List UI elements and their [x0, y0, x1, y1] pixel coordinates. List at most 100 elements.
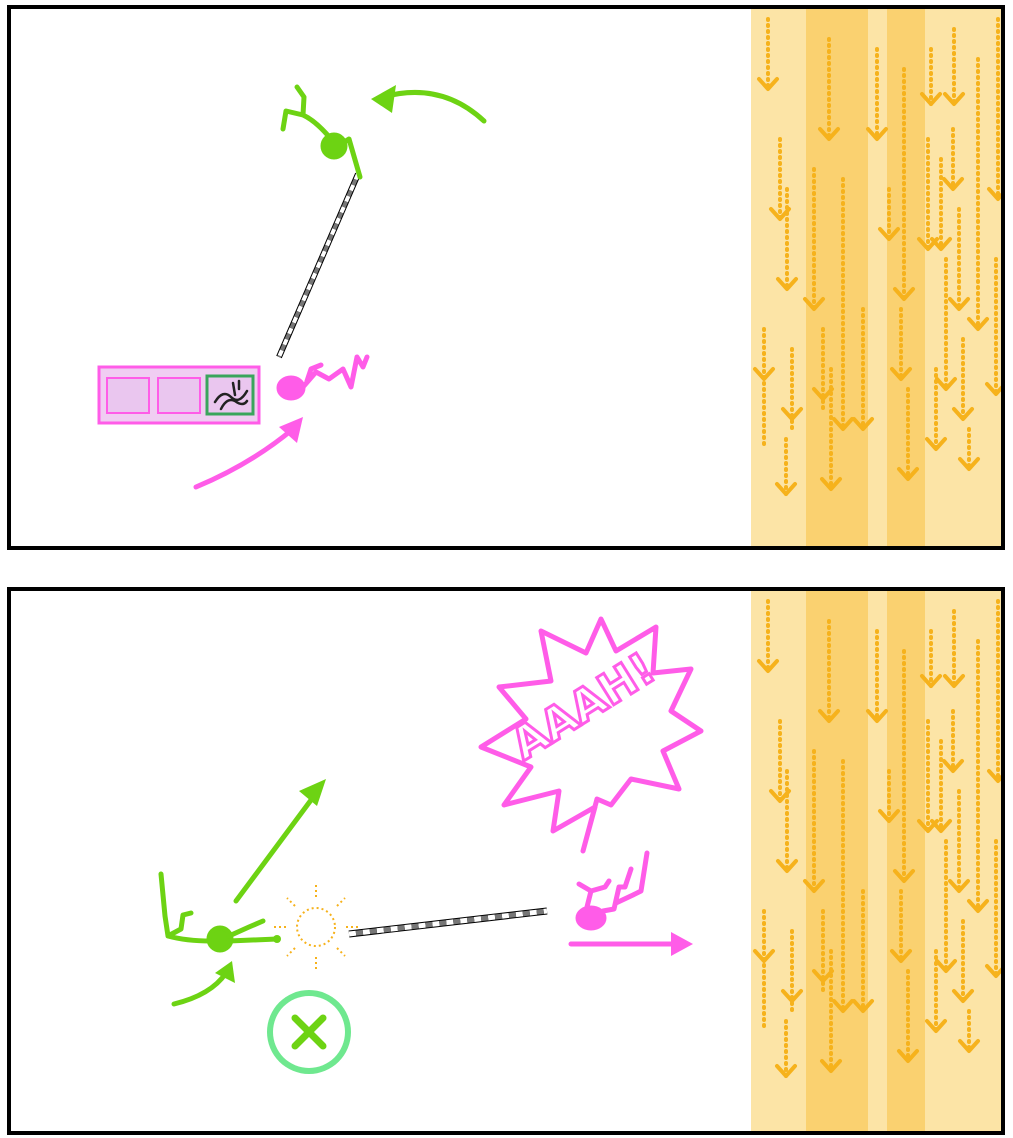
rotate-arrow-head: [371, 85, 396, 113]
pink-player-legs: [600, 850, 650, 914]
chevron-down-icon: [812, 969, 834, 983]
jump-arrow: [233, 793, 317, 904]
waterfall-band-dark: [806, 591, 868, 1131]
waterfall-zone: [751, 9, 1001, 546]
chevron-down-icon: [890, 949, 912, 963]
chevron-down-icon: [943, 674, 965, 688]
rope-icon: [213, 379, 249, 411]
comic-panel-top: [7, 5, 1005, 550]
chevron-down-icon: [753, 367, 775, 381]
chevron-down-icon: [757, 77, 779, 91]
chevron-down-icon: [803, 297, 825, 311]
rotate-arrow: [380, 89, 487, 124]
green-player-leg: [338, 136, 363, 180]
chevron-down-icon: [781, 989, 803, 1003]
pink-player-head: [276, 375, 306, 401]
chevron-down-icon: [987, 187, 1001, 201]
green-player-leg: [226, 918, 280, 944]
chevron-down-icon: [985, 964, 1001, 978]
waterfall-band-dark: [887, 9, 925, 546]
chevron-down-icon: [948, 879, 970, 893]
chevron-down-icon: [942, 759, 964, 773]
chevron-down-icon: [820, 1059, 842, 1073]
chevron-down-icon: [832, 417, 854, 431]
shout-bubble-outline: [478, 616, 704, 854]
pink-player[interactable]: [575, 850, 650, 931]
pink-player-head: [575, 905, 607, 931]
comic-panel-bottom: AAAH!: [7, 587, 1005, 1135]
x-icon: [291, 1014, 327, 1050]
chevron-down-icon: [866, 709, 888, 723]
waterfall-zone: [751, 591, 1001, 1131]
chevron-down-icon: [893, 287, 915, 301]
chevron-down-icon: [852, 417, 874, 431]
chevron-down-icon: [775, 482, 797, 496]
sun-icon: [274, 885, 358, 969]
chevron-down-icon: [878, 809, 900, 823]
chevron-down-icon: [942, 177, 964, 191]
green-player-arm: [158, 871, 214, 944]
chevron-down-icon: [952, 989, 974, 1003]
shout-bubble: AAAH!: [478, 616, 704, 854]
panel-bottom-canvas: AAAH!: [158, 591, 1001, 1131]
chevron-down-icon: [958, 457, 980, 471]
inventory-bar: [97, 365, 261, 425]
green-player-arm: [280, 84, 334, 142]
panel-top-canvas: [97, 9, 1001, 546]
inventory-slot[interactable]: [157, 377, 201, 414]
chevron-down-icon: [967, 317, 989, 331]
rotate-arrow: [171, 970, 229, 1007]
chevron-down-icon: [818, 127, 840, 141]
cancel-button[interactable]: [267, 990, 351, 1074]
chevron-down-icon: [753, 949, 775, 963]
chevron-down-icon: [920, 674, 942, 688]
green-player-hand: [273, 935, 281, 943]
chevron-down-icon: [967, 899, 989, 913]
chevron-down-icon: [920, 92, 942, 106]
chevron-down-icon: [776, 277, 798, 291]
chevron-down-icon: [935, 377, 957, 391]
chevron-down-icon: [818, 709, 840, 723]
chevron-down-icon: [781, 407, 803, 421]
swing-arrow-head: [279, 417, 303, 443]
swing-arrow: [193, 426, 296, 490]
green-player[interactable]: [280, 84, 363, 180]
chevron-down-icon: [820, 477, 842, 491]
waterfall-streams: [753, 17, 1001, 501]
chevron-down-icon: [893, 869, 915, 883]
chevron-down-icon: [985, 382, 1001, 396]
chevron-down-icon: [866, 127, 888, 141]
chevron-down-icon: [943, 92, 965, 106]
chevron-down-icon: [852, 999, 874, 1013]
chevron-down-icon: [776, 859, 798, 873]
chevron-down-icon: [948, 297, 970, 311]
chevron-down-icon: [925, 1019, 947, 1033]
chevron-down-icon: [930, 819, 952, 833]
waterfall-band-dark: [806, 9, 868, 546]
jump-arrow-head: [299, 779, 326, 806]
chevron-down-icon: [935, 959, 957, 973]
rotate-arrow-head: [215, 961, 235, 983]
chevron-down-icon: [832, 999, 854, 1013]
green-player-head: [320, 132, 348, 160]
pink-player-arm: [304, 362, 324, 384]
chevron-down-icon: [930, 237, 952, 251]
chevron-down-icon: [897, 1049, 919, 1063]
chevron-down-icon: [812, 387, 834, 401]
chevron-down-icon: [958, 1039, 980, 1053]
rope: [348, 907, 548, 938]
chevron-down-icon: [925, 437, 947, 451]
pink-player-limbs: [300, 354, 370, 390]
waterfall-streams: [753, 599, 1001, 1083]
chevron-down-icon: [952, 407, 974, 421]
chevron-down-icon: [890, 367, 912, 381]
slide-arrow-head: [671, 932, 693, 956]
chevron-down-icon: [878, 227, 900, 241]
chevron-down-icon: [803, 879, 825, 893]
chevron-down-icon: [987, 769, 1001, 783]
pink-player[interactable]: [276, 354, 370, 401]
rope: [276, 172, 361, 359]
chevron-down-icon: [897, 467, 919, 481]
inventory-slot[interactable]: [106, 377, 150, 414]
green-player[interactable]: [158, 871, 280, 953]
